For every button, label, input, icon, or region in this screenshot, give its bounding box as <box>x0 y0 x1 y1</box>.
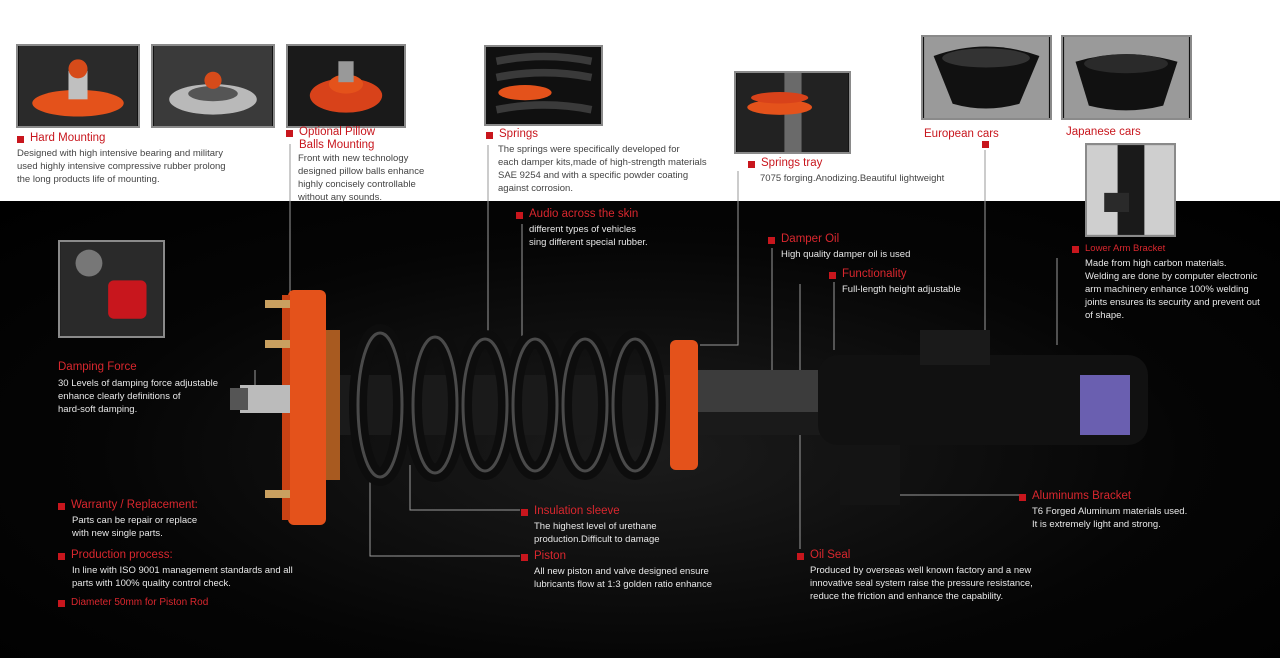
bullet-marker <box>58 600 65 607</box>
callout-desc-line: production.Difficult to damage <box>534 534 660 545</box>
callout-desc-line: High quality damper oil is used <box>781 249 911 260</box>
callout-title: Warranty / Replacement: <box>71 499 198 511</box>
callout-audio: Audio across the skin different types of… <box>516 208 736 249</box>
callout-desc-line: enhance clearly definitions of <box>58 391 181 402</box>
callout-desc-line: Full-length height adjustable <box>842 284 961 295</box>
callout-springs-tray: Springs tray 7075 forging.Anodizing.Beau… <box>748 157 988 185</box>
callout-desc-line: Designed with high intensive bearing and… <box>17 148 223 159</box>
callout-title: European cars <box>924 128 999 140</box>
callout-desc-line: In line with ISO 9001 management standar… <box>72 565 293 576</box>
damping-force-photo <box>58 240 165 338</box>
bullet-marker <box>797 553 804 560</box>
callout-desc-line: Welding are done by computer electronic <box>1085 271 1258 282</box>
bullet-marker <box>516 212 523 219</box>
callout-damping-force: Damping Force 30 Levels of damping force… <box>58 357 258 416</box>
callout-title: Oil Seal <box>810 549 851 561</box>
callout-title: Damping Force <box>58 361 137 373</box>
callout-oil-seal: Oil Seal Produced by overseas well known… <box>797 549 1077 603</box>
bullet-marker <box>286 130 293 137</box>
callout-aluminum-bracket: Aluminums Bracket T6 Forged Aluminum mat… <box>1019 490 1219 531</box>
callout-title: Production process: <box>71 549 173 561</box>
european-cars-photo <box>921 35 1052 120</box>
callout-desc-line: 30 Levels of damping force adjustable <box>58 378 219 389</box>
callout-desc-line: sing different special rubber. <box>529 237 648 248</box>
callout-title: Lower Arm Bracket <box>1085 243 1166 254</box>
callout-title: Springs tray <box>761 157 823 169</box>
callout-desc-line: Front with new technology <box>298 153 409 164</box>
bullet-marker <box>982 141 989 148</box>
callout-desc-line: each damper kits,made of high-strength m… <box>498 157 707 168</box>
callout-european-cars: European cars <box>924 124 999 142</box>
springs-tray-photo <box>734 71 851 154</box>
pillow-ball-photo <box>286 44 406 128</box>
bullet-marker <box>1072 246 1079 253</box>
bullet-marker <box>748 161 755 168</box>
callout-desc-line: hard-soft damping. <box>58 404 138 415</box>
callout-desc-line: joints ensures its security and prevent … <box>1085 297 1260 308</box>
japanese-cars-photo <box>1061 35 1192 120</box>
callout-desc-line: All new piston and valve designed ensure <box>534 566 709 577</box>
bullet-marker <box>521 509 528 516</box>
callout-title: Aluminums Bracket <box>1032 490 1132 502</box>
bullet-marker <box>829 272 836 279</box>
bullet-marker <box>17 136 24 143</box>
bullet-marker <box>486 132 493 139</box>
callout-title: Functionality <box>842 268 907 280</box>
callout-title: Japanese cars <box>1066 126 1141 138</box>
callout-desc-line: Made from high carbon materials. <box>1085 258 1227 269</box>
coilover-illustration <box>230 290 1148 525</box>
callout-title: Insulation sleeve <box>534 505 620 517</box>
lower-arm-bracket-photo <box>1085 143 1176 237</box>
callout-desc-line: different types of vehicles <box>529 224 637 235</box>
callout-springs: Springs The springs were specifically de… <box>486 128 736 195</box>
callout-title: Piston <box>534 550 566 562</box>
callout-title: Springs <box>499 128 538 140</box>
callout-desc-line: It is extremely light and strong. <box>1032 519 1161 530</box>
callout-desc-line: designed pillow balls enhance <box>298 166 425 177</box>
callout-title: Damper Oil <box>781 233 840 245</box>
callout-desc-line: the long products life of mounting. <box>17 174 160 185</box>
callout-desc-line: Parts can be repair or replace <box>72 515 198 526</box>
callout-desc-line: The springs were specifically developed … <box>498 144 680 155</box>
callout-japanese-cars: Japanese cars <box>1066 122 1141 140</box>
bullet-marker <box>521 554 528 561</box>
callout-desc-line: highly concisely controllable <box>298 179 416 190</box>
callout-desc-line: reduce the friction and enhance the capa… <box>810 591 1004 602</box>
callout-desc-line: innovative seal system raise the pressur… <box>810 578 1033 589</box>
bullet-marker <box>768 237 775 244</box>
callout-title: Diameter 50mm for Piston Rod <box>71 597 209 608</box>
callout-desc-line: without any sounds. <box>298 192 382 203</box>
hard-mounting-photo-2 <box>151 44 275 128</box>
bullet-marker <box>58 503 65 510</box>
callout-desc-line: of shape. <box>1085 310 1125 321</box>
callout-hard-mounting: Hard Mounting Designed with high intensi… <box>17 132 277 186</box>
callout-desc-line: T6 Forged Aluminum materials used. <box>1032 506 1188 517</box>
callout-title: Audio across the skin <box>529 208 639 220</box>
callout-desc-line: parts with 100% quality control check. <box>72 578 231 589</box>
callout-desc-line: used highly intensive compressive rubber… <box>17 161 226 172</box>
bullet-marker <box>1019 494 1026 501</box>
callout-title: Hard Mounting <box>30 132 106 144</box>
springs-photo <box>484 45 603 126</box>
hard-mounting-photo-1 <box>16 44 140 128</box>
callout-functionality: Functionality Full-length height adjusta… <box>829 268 1029 296</box>
callout-warranty: Warranty / Replacement: Parts can be rep… <box>58 499 278 540</box>
callout-desc-line: against corrosion. <box>498 183 573 194</box>
callout-damper-oil: Damper Oil High quality damper oil is us… <box>768 233 968 261</box>
callout-desc-line: arm machinery enhance 100% welding <box>1085 284 1249 295</box>
callout-desc-line: lubricants flow at 1:3 golden ratio enha… <box>534 579 712 590</box>
callout-desc-line: with new single parts. <box>72 528 163 539</box>
callout-desc-line: 7075 forging.Anodizing.Beautiful lightwe… <box>760 173 945 184</box>
callout-desc-line: The highest level of urethane <box>534 521 657 532</box>
callout-desc-line: SAE 9254 and with a specific powder coat… <box>498 170 689 181</box>
callout-insulation: Insulation sleeve The highest level of u… <box>521 505 741 546</box>
callout-desc-line: Produced by overseas well known factory … <box>810 565 1032 576</box>
callout-production: Production process: In line with ISO 900… <box>58 549 338 590</box>
callout-diameter: Diameter 50mm for Piston Rod <box>58 596 278 609</box>
bullet-marker <box>58 553 65 560</box>
callout-lower-arm-bracket: Lower Arm Bracket Made from high carbon … <box>1072 242 1277 322</box>
callout-piston: Piston All new piston and valve designed… <box>521 550 751 591</box>
